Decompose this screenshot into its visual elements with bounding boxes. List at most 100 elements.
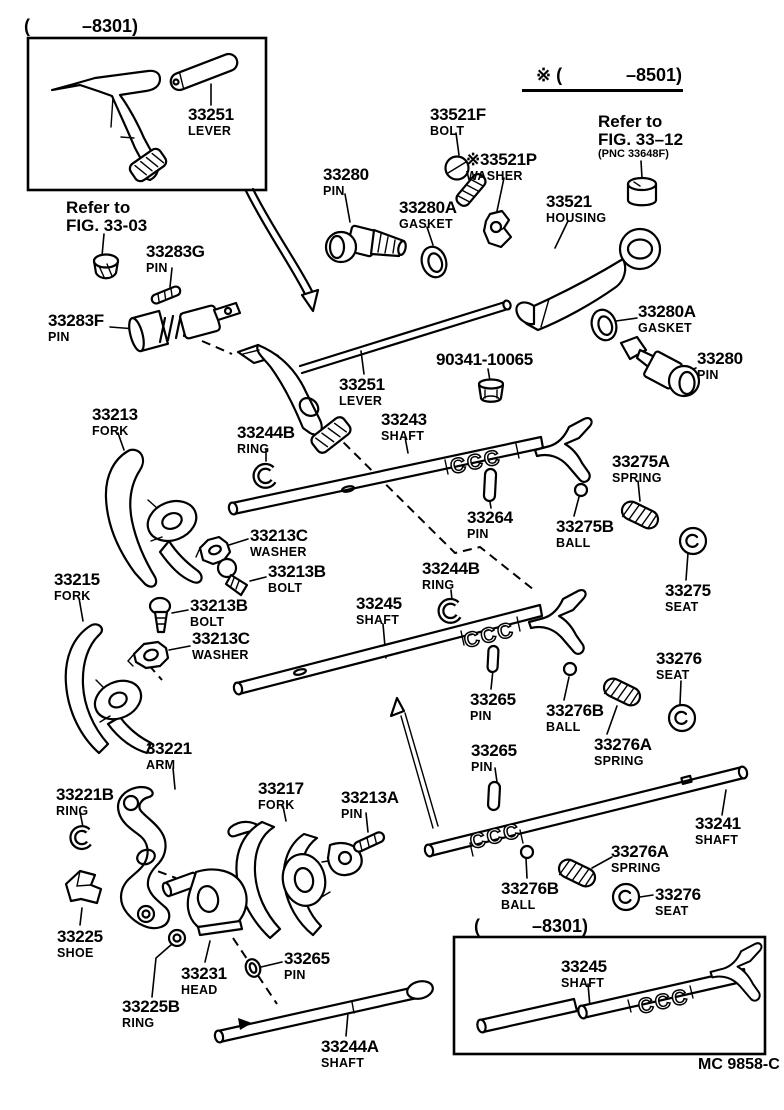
part-description: BALL	[501, 898, 536, 912]
shaft-33245-inset-drawing: CCC	[476, 942, 763, 1034]
part-description: PIN	[470, 709, 492, 723]
up-arrow	[389, 696, 439, 829]
part-number: 33231	[181, 964, 227, 983]
part-label-33276B-27: 33276B BALL	[546, 702, 604, 734]
range-open: (	[474, 916, 480, 936]
part-number: 33275B	[556, 517, 614, 536]
part-label-33265-39: 33265 PIN	[284, 950, 330, 982]
part-description: WASHER	[466, 169, 523, 183]
ring-33221B-drawing	[69, 825, 92, 850]
part-description: SEAT	[655, 904, 689, 918]
part-description: ARM	[146, 758, 176, 772]
part-description: BALL	[556, 536, 591, 550]
leader-lines	[78, 83, 727, 1037]
part-description: FORK	[258, 798, 295, 812]
part-description: SHAFT	[561, 976, 605, 990]
part-description: SHAFT	[321, 1056, 365, 1070]
part-label-33213B-22: 33213B BOLT	[190, 597, 248, 629]
part-number: 33280A	[638, 302, 696, 321]
part-description: PIN	[341, 807, 363, 821]
part-number: 33244A	[321, 1037, 379, 1056]
part-label-33251-11: 33251 LEVER	[339, 376, 385, 408]
part-number: 33251	[339, 375, 385, 394]
part-label-33231-37: 33231 HEAD	[181, 965, 227, 997]
ball-33275B-drawing	[573, 482, 589, 498]
part-description: PIN	[48, 330, 70, 344]
part-number: 33276B	[546, 701, 604, 720]
part-description: PIN	[146, 261, 168, 275]
ring-33244B-first-drawing	[252, 462, 277, 489]
part-number: 33265	[284, 949, 330, 968]
part-label-33276A-29: 33276A SPRING	[594, 736, 652, 768]
part-label-33283G-1: 33283G PIN	[146, 243, 205, 275]
part-label-33213-12: 33213 FORK	[92, 406, 138, 438]
part-description: LEVER	[339, 394, 383, 408]
part-label-33213C-23: 33213C WASHER	[192, 630, 250, 662]
fork-33215-drawing	[64, 623, 153, 755]
part-label-33251-0: 33251 LEVER	[188, 106, 234, 138]
part-number: 33213C	[250, 526, 308, 545]
part-label-33245-43: 33245 SHAFT	[561, 958, 607, 990]
part-label-33521-7: 33521 HOUSING	[546, 193, 606, 225]
range-header-inset: ( –8301)	[474, 917, 588, 935]
part-label-33221-31: 33221 ARM	[146, 740, 192, 772]
part-label-33280A-8: 33280A GASKET	[638, 303, 696, 335]
part-description: HEAD	[181, 983, 218, 997]
part-number: 33241	[695, 814, 741, 833]
ring-33265-third-drawing	[244, 958, 262, 978]
part-description: SHAFT	[695, 833, 739, 847]
spring-33275A-drawing	[620, 500, 660, 530]
part-number: 33276B	[501, 879, 559, 898]
part-label-33264-16: 33264 PIN	[467, 509, 513, 541]
cylinder-refer-33-12-drawing	[626, 176, 658, 207]
part-label-33265-26: 33265 PIN	[470, 691, 516, 723]
part-label-33225-36: 33225 SHOE	[57, 928, 103, 960]
spring-33276A-first-drawing	[602, 677, 642, 707]
bolt-33213B-first-drawing	[216, 557, 249, 597]
refer-note-fig-33-03: Refer to FIG. 33-03	[66, 198, 148, 235]
housing-33521-drawing	[515, 227, 662, 332]
part-number: 33217	[258, 779, 304, 798]
seat-33275-drawing	[678, 526, 708, 556]
range-value: –8301)	[531, 916, 588, 936]
part-label-33244B-24: 33244B RING	[422, 560, 480, 592]
part-number: 33275	[665, 581, 711, 600]
part-label-33213B-20: 33213B BOLT	[268, 563, 326, 595]
part-number: 33213	[92, 405, 138, 424]
part-number: 33225B	[122, 997, 180, 1016]
part-number: 33265	[470, 690, 516, 709]
pin-33280-left-drawing	[324, 224, 407, 264]
pin-33283G-drawing	[150, 285, 182, 305]
part-description: PIN	[284, 968, 306, 982]
part-label-33275A-15: 33275A SPRING	[612, 453, 670, 485]
part-number: 33280A	[399, 198, 457, 217]
part-label-33275B-17: 33275B BALL	[556, 518, 614, 550]
part-description: PIN	[323, 184, 345, 198]
part-description: LEVER	[188, 124, 232, 138]
part-description: PIN	[467, 527, 489, 541]
pin-33265-second-drawing	[486, 780, 502, 812]
pin-33213A-drawing	[352, 831, 386, 853]
part-description: BOLT	[268, 581, 303, 595]
arm-33221-drawing	[116, 785, 171, 930]
gasket-33280A-left-drawing	[420, 245, 448, 279]
svg-text:CCC: CCC	[468, 819, 524, 854]
part-label-33241-35: 33241 SHAFT	[695, 815, 741, 847]
part-label-33275-18: 33275 SEAT	[665, 582, 711, 614]
part-number: 33283F	[48, 311, 104, 330]
seat-33276-first-drawing	[667, 703, 697, 733]
part-label-33265-30: 33265 PIN	[471, 742, 517, 774]
pin-33283F-drawing	[128, 301, 242, 353]
part-description: RING	[122, 1016, 155, 1030]
part-label-33221B-32: 33221B RING	[56, 786, 114, 818]
part-number: 33213B	[268, 562, 326, 581]
part-description: PIN	[471, 760, 493, 774]
part-description: SHAFT	[356, 613, 400, 627]
shoe-33225-drawing	[64, 869, 103, 905]
part-label-33217-33: 33217 FORK	[258, 780, 304, 812]
part-description: GASKET	[399, 217, 453, 231]
fork-33217-drawing	[227, 820, 363, 940]
inset-box-early	[26, 36, 268, 192]
part-label-33280-9: 33280 PIN	[697, 350, 743, 382]
pin-33265-first-drawing	[486, 644, 500, 674]
